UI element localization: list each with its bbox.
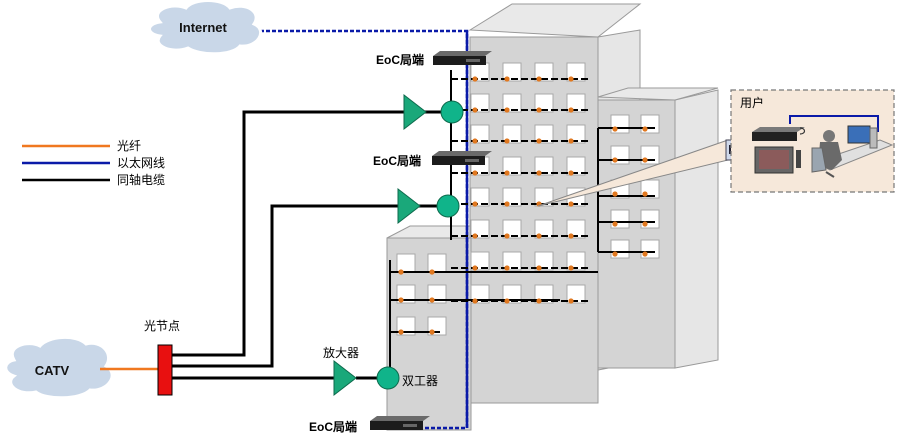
- catv-label: CATV: [35, 363, 70, 378]
- coax-outlet: [568, 298, 574, 304]
- internet-cloud: Internet: [148, 0, 262, 56]
- building-right-front: [597, 99, 676, 369]
- coax-outlet: [472, 138, 478, 144]
- coax-outlet: [536, 233, 542, 239]
- coax-outlet: [568, 233, 574, 239]
- coax-outlet: [568, 201, 574, 207]
- legend-fiber-label: 光纤: [117, 139, 141, 153]
- coax-outlet: [429, 269, 435, 275]
- coax-lines: [172, 110, 441, 380]
- amplifier-label: 放大器: [323, 345, 359, 360]
- amplifier-top: [403, 93, 427, 131]
- building-right-top: [597, 87, 719, 101]
- user-label: 用户: [740, 95, 764, 110]
- coax-outlet: [472, 265, 478, 271]
- coax-outlet: [504, 76, 510, 82]
- amplifier-bottom: [333, 359, 357, 397]
- catv-cloud: CATV: [4, 336, 114, 400]
- user-modem: [752, 127, 805, 132]
- coax-outlet: [568, 76, 574, 82]
- optical-node: [157, 344, 173, 396]
- coax-outlet: [504, 138, 510, 144]
- legend: 光纤 以太网线 同轴电缆: [22, 139, 165, 187]
- coax-outlet: [429, 329, 435, 335]
- coax-outlet: [568, 265, 574, 271]
- coax-outlet: [504, 298, 510, 304]
- coax-line-top: [172, 110, 404, 357]
- eoc-headend-bottom-label: EoC局端: [309, 419, 357, 434]
- user-person-icon: [823, 130, 835, 142]
- coax-outlet: [536, 138, 542, 144]
- coax-line-mid: [172, 204, 398, 368]
- legend-coax-label: 同轴电缆: [117, 172, 165, 187]
- coax-outlet: [504, 170, 510, 176]
- building-main-top: [468, 3, 642, 38]
- coax-outlet: [504, 265, 510, 271]
- coax-outlet: [504, 233, 510, 239]
- diplexer-mid: [436, 194, 460, 218]
- eoc-headend-top-label: EoC局端: [376, 52, 424, 67]
- coax-outlet: [472, 76, 478, 82]
- coax-outlet: [536, 265, 542, 271]
- user-equipment: [752, 115, 894, 178]
- diplexer-label: 双工器: [402, 374, 438, 388]
- coax-outlet: [536, 170, 542, 176]
- diplexer-bottom: [376, 366, 400, 390]
- coax-outlet: [472, 201, 478, 207]
- coax-outlet: [472, 233, 478, 239]
- coax-outlet: [472, 298, 478, 304]
- coax-outlet: [504, 107, 510, 113]
- coax-outlet: [612, 191, 618, 197]
- coax-outlet: [642, 126, 648, 132]
- outlet-dots: [398, 76, 648, 335]
- user-pc-monitor: [847, 125, 871, 144]
- coax-outlet: [612, 221, 618, 227]
- coax-outlet: [472, 170, 478, 176]
- coax-outlet: [536, 298, 542, 304]
- coax-outlet: [612, 251, 618, 257]
- coax-outlet: [398, 329, 404, 335]
- coax-outlet: [568, 170, 574, 176]
- legend-ethernet-label: 以太网线: [117, 155, 165, 170]
- eoc-headend-mid: EoC局端: [373, 151, 492, 168]
- coax-outlet: [642, 221, 648, 227]
- coax-outlet: [612, 126, 618, 132]
- building-window: [396, 253, 416, 273]
- coax-outlet: [568, 107, 574, 113]
- coax-outlet: [536, 107, 542, 113]
- eoc-headend-bottom: EoC局端: [309, 416, 430, 434]
- eoc-headend-top: EoC局端: [376, 51, 492, 67]
- coax-outlet: [398, 269, 404, 275]
- coax-outlet: [536, 76, 542, 82]
- diplexer-top: [440, 100, 464, 124]
- coax-outlet: [568, 138, 574, 144]
- coax-outlet: [504, 201, 510, 207]
- ethernet-lines: [248, 29, 469, 430]
- coax-outlet: [612, 157, 618, 163]
- coax-outlet: [642, 157, 648, 163]
- internet-label: Internet: [179, 20, 227, 35]
- amplifier-mid: [397, 187, 421, 225]
- eoc-headend-mid-label: EoC局端: [373, 153, 421, 168]
- coax-outlet: [472, 107, 478, 113]
- building-window: [427, 253, 447, 273]
- building-right-side: [674, 89, 719, 369]
- coax-outlet: [398, 297, 404, 303]
- optical-node-label: 光节点: [144, 319, 180, 333]
- coax-outlet: [642, 251, 648, 257]
- coax-outlet: [642, 191, 648, 197]
- coax-outlet: [429, 297, 435, 303]
